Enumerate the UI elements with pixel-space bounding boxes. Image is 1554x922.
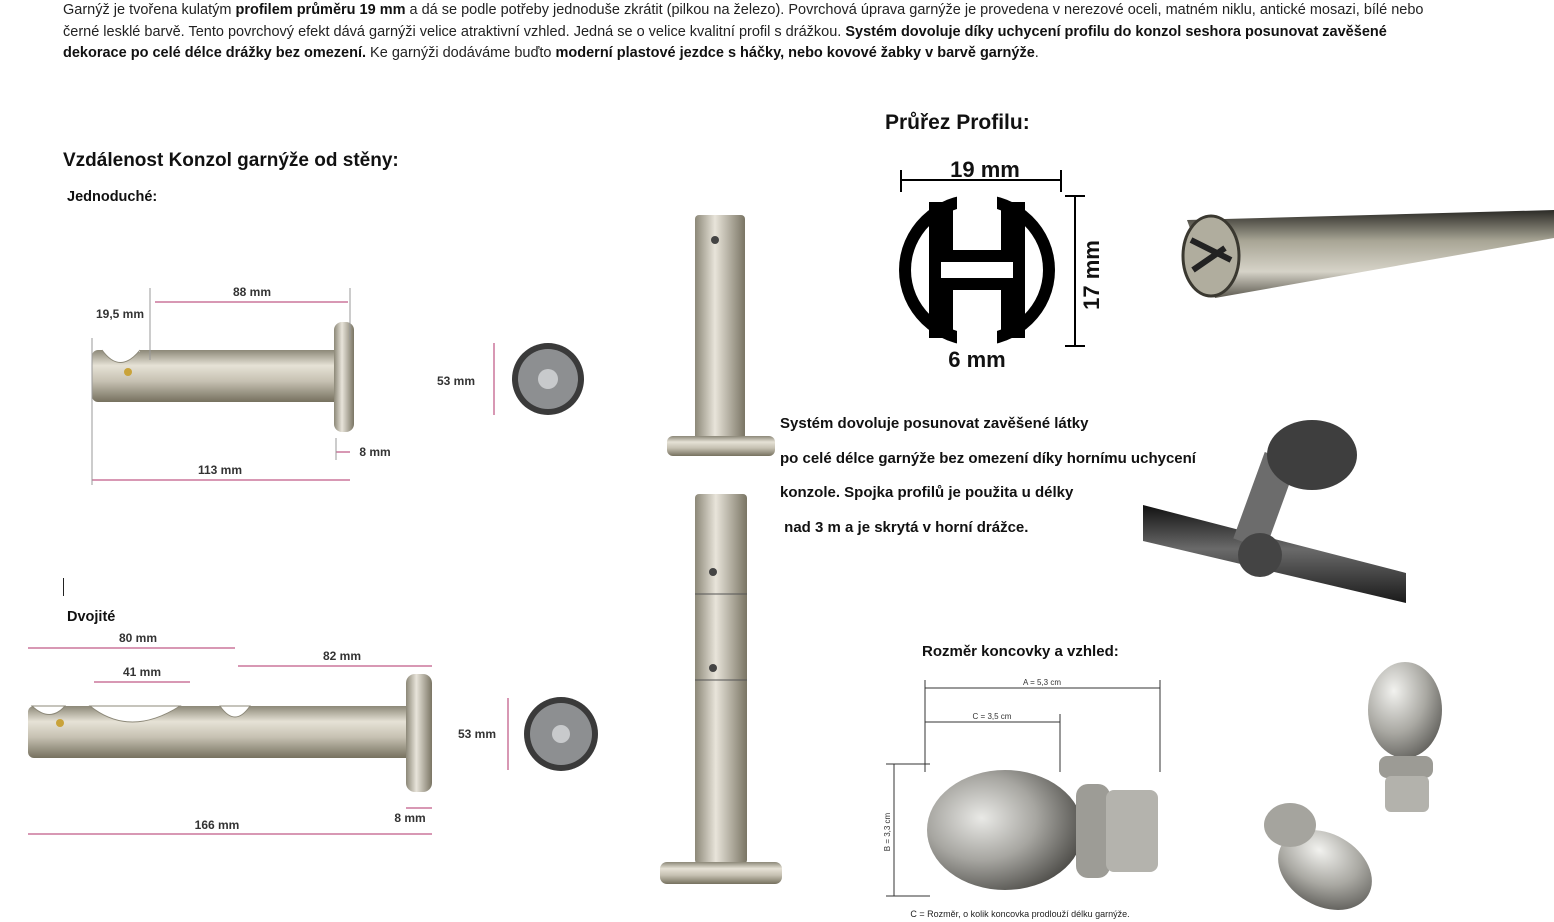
intro-text-3: Ke garnýži dodáváme buďto <box>366 45 556 61</box>
endcap-dimension-drawing: A = 5,3 cm C = 3,5 cm B = 3,3 cm C = Roz… <box>883 678 1161 919</box>
intro-bold-3: moderní plastové jezdce s háčky, nebo ko… <box>555 45 1035 61</box>
double-bracket-drawing: 80 mm 41 mm 82 mm 166 mm 8 mm <box>28 631 432 835</box>
profile-shape <box>899 194 1055 346</box>
endcap-heading: Rozměr koncovky a vzhled: <box>922 643 1119 660</box>
dim-53-single: 53 mm <box>437 374 475 388</box>
desc-line-3: konzole. Spojka profilů je použita u dél… <box>780 484 1074 501</box>
rod-photo <box>1181 210 1554 298</box>
profile-height: 17 mm <box>1079 240 1104 310</box>
intro-bold-2: Systém dovoluje díky uchycení profilu do… <box>63 23 1387 62</box>
double-plate-drawing: 53 mm <box>458 697 598 771</box>
profile-cross-section: 19 mm 17 mm 6 mm <box>899 157 1104 372</box>
single-plate-drawing: 53 mm <box>437 343 584 415</box>
desc-line-2: po celé délce garnýže bez omezení díky h… <box>780 449 1196 467</box>
profile-gap: 6 mm <box>948 347 1005 372</box>
system-description: Systém dovoluje posunovat zavěšené látky… <box>780 407 1230 545</box>
dim-41: 41 mm <box>123 665 161 679</box>
single-bracket-body <box>92 322 354 432</box>
endcap-dim-a: A = 5,3 cm <box>1023 678 1061 687</box>
double-bracket-body <box>28 674 432 792</box>
dim-8-double: 8 mm <box>394 811 425 825</box>
profile-width: 19 mm <box>950 157 1020 182</box>
single-bracket-drawing: 88 mm 19,5 mm 113 mm 8 mm <box>91 285 391 485</box>
dim-19-5: 19,5 mm <box>96 307 144 321</box>
desc-line-1: Systém dovoluje posunovat zavěšené látky <box>780 415 1089 432</box>
dim-166: 166 mm <box>195 818 240 832</box>
double-label: Dvojité <box>67 609 116 625</box>
dim-113: 113 mm <box>198 463 242 477</box>
konzol-heading: Vzdálenost Konzol garnýže od stěny: <box>63 150 399 171</box>
intro-text-4: . <box>1034 45 1039 61</box>
single-label: Jednoduché: <box>67 189 158 205</box>
dim-53-double: 53 mm <box>458 727 496 741</box>
dim-80: 80 mm <box>119 631 157 645</box>
profile-heading: Průřez Profilu: <box>885 111 1030 134</box>
dim-88: 88 mm <box>233 285 271 299</box>
desc-line-4: nad 3 m a je skrytá v horní drážce. <box>780 518 1029 536</box>
intro-paragraph: Garnýž je tvořena kulatým profilem průmě… <box>63 0 1453 65</box>
endcap-dim-b: B = 3,3 cm <box>883 812 892 851</box>
intro-text-2: a dá se podle potřeby jednoduše zkrátit … <box>63 2 1424 40</box>
intro-text-1: Garnýž je tvořena kulatým <box>63 2 236 18</box>
text-cursor <box>63 578 64 596</box>
endcap-caption: C = Rozměr, o kolik koncovka prodlouží d… <box>910 909 1129 919</box>
double-bracket-vertical-photo <box>660 494 782 884</box>
single-bracket-vertical-photo <box>667 215 775 456</box>
intro-bold-1: profilem průměru 19 mm <box>235 2 406 18</box>
dim-8-single: 8 mm <box>359 445 390 459</box>
dim-82: 82 mm <box>323 649 361 663</box>
bracket-rod-photo <box>1143 420 1406 603</box>
endcap-dim-c: C = 3,5 cm <box>973 712 1012 721</box>
endcap-photos <box>1264 662 1442 910</box>
